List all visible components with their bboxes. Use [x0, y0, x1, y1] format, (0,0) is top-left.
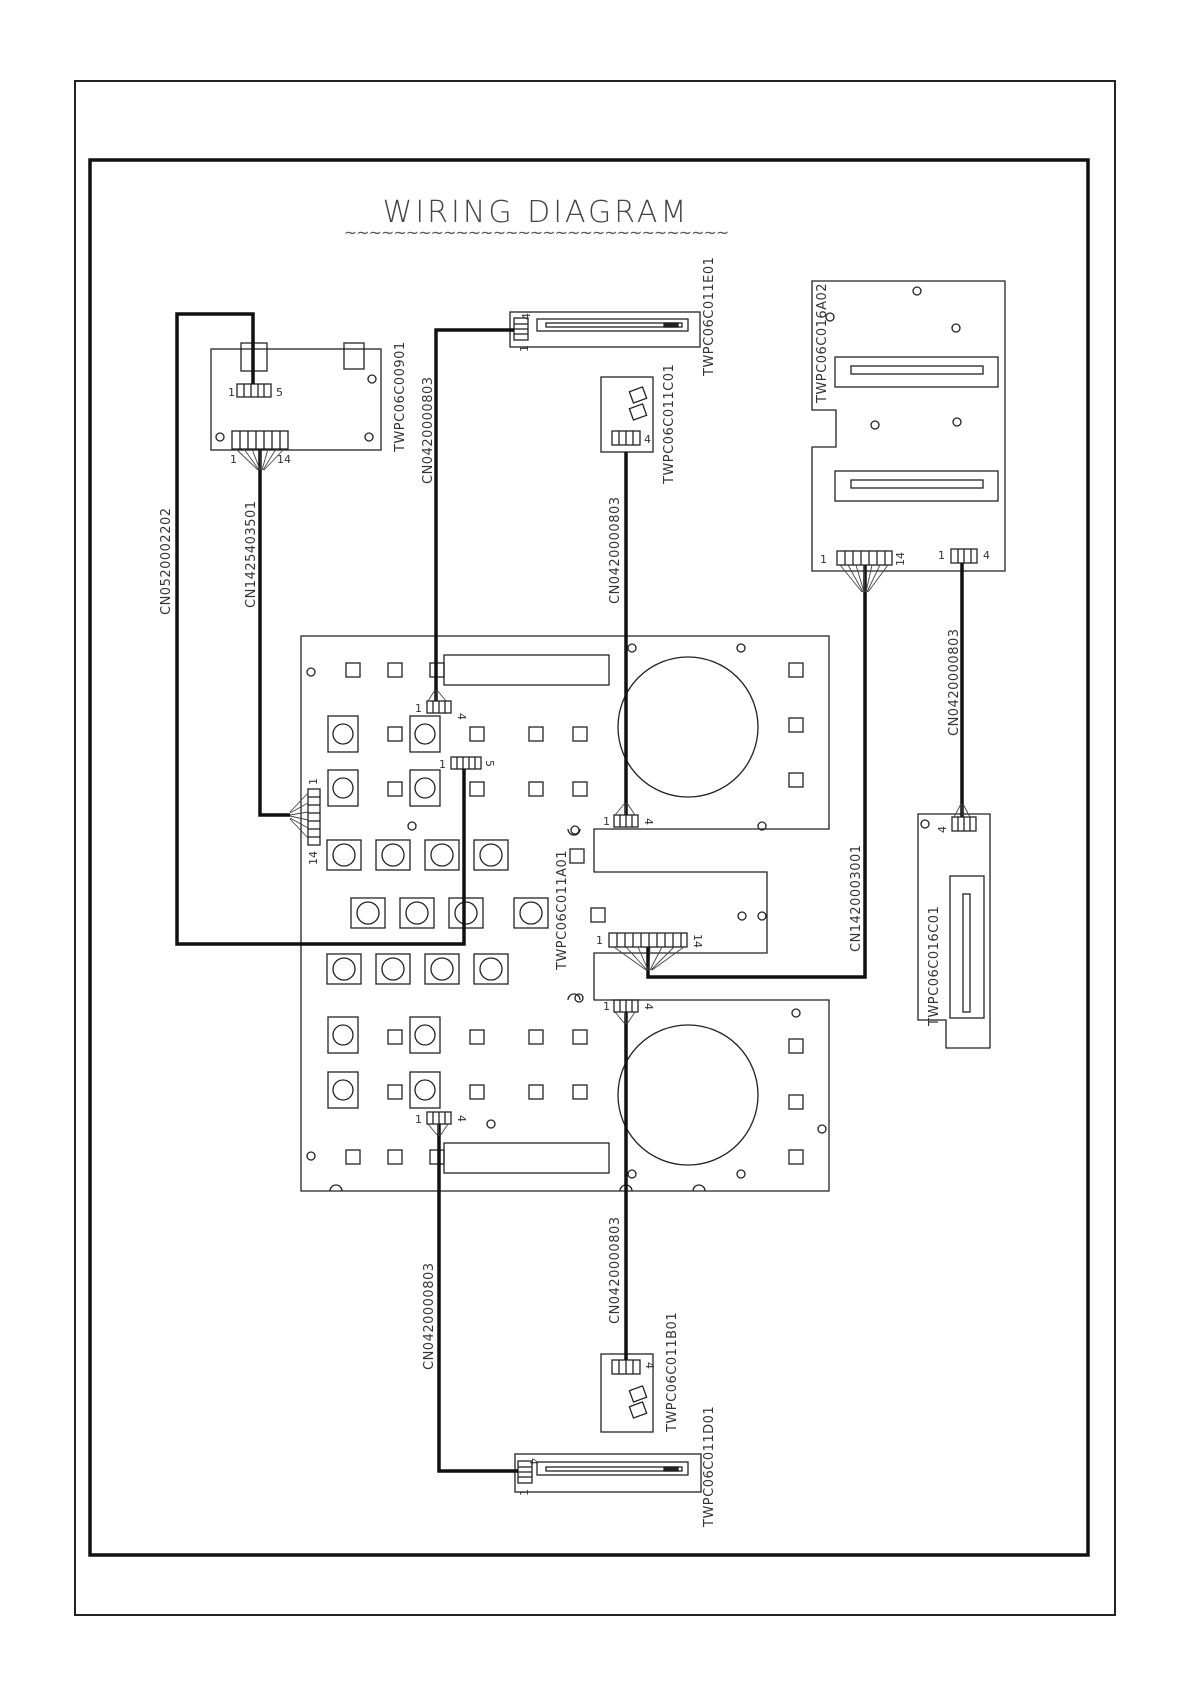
cable-label-cn0520002202: CN0520002202 — [159, 507, 174, 615]
outer-frame — [74, 80, 1116, 1616]
wire-d01 — [437, 1124, 518, 1473]
pin-label: 1 — [230, 453, 237, 466]
board-label-twpc06c016c01: TWPC06C016C01 — [927, 906, 942, 1027]
wire-cn1420003001 — [646, 565, 867, 979]
board-twpc06c00901 — [210, 342, 382, 451]
board-label-twpc06c00901: TWPC06C00901 — [393, 341, 408, 453]
board-twpc06c011c01 — [600, 376, 654, 453]
board-label-twpc06c011b01: TWPC06C011B01 — [665, 1312, 680, 1433]
pin-label: 1 — [820, 553, 827, 566]
cable-label-e01: CN0420000803 — [421, 376, 436, 484]
cable-label-c01: CN0420000803 — [608, 496, 623, 604]
main-board-connectors — [307, 700, 688, 1125]
wires — [175, 312, 964, 1473]
board-twpc06c011d01 — [514, 1453, 702, 1493]
pin-label: 5 — [276, 386, 283, 399]
inner-frame — [88, 158, 1090, 1557]
pin-label: 1 — [596, 934, 603, 947]
wire-e01 — [434, 328, 514, 701]
pin-label: 4 — [642, 818, 655, 825]
pin-label: 4 — [455, 713, 468, 720]
pin-label: 1 — [603, 1000, 610, 1013]
pin-label: 1 — [518, 1489, 531, 1496]
pin-label: 14 — [277, 453, 291, 466]
pin-label: 1 — [415, 1113, 422, 1126]
pin-label: 4 — [642, 1003, 655, 1010]
board-twpc06c016a02 — [811, 280, 1006, 572]
pin-label: 1 — [307, 778, 320, 785]
board-label-twpc06c016a02: TWPC06C016A02 — [815, 283, 830, 404]
pin-label: 1 — [415, 702, 422, 715]
pin-label: 4 — [527, 1458, 540, 1465]
pin-label: 1 — [228, 386, 235, 399]
pin-label: 4 — [644, 433, 651, 446]
board-label-twpc06c011c01: TWPC06C011C01 — [662, 364, 677, 485]
title-underline: ~~~~~~~~~~~~~~~~~~~~~~~~~~~~~~~ — [344, 223, 729, 242]
small-buttons — [345, 662, 804, 1165]
cable-label-cn1425403501: CN1425403501 — [244, 500, 259, 608]
pin-label: 14 — [894, 552, 907, 566]
diagram-title: WIRING DIAGRAM — [383, 195, 690, 230]
board-label-twpc06c011d01: TWPC06C011D01 — [702, 1406, 717, 1528]
wire-cn1425403501 — [258, 449, 290, 817]
pin-label: 1 — [439, 758, 446, 771]
board-twpc06c011e01 — [509, 311, 701, 348]
pin-label: 4 — [455, 1115, 468, 1122]
cable-label-a02-4pin: CN0420000803 — [947, 628, 962, 736]
board-label-twpc06c011a01: TWPC06C011A01 — [555, 850, 570, 971]
cable-label-d01: CN0420000803 — [422, 1262, 437, 1370]
board-twpc06c011a01 — [300, 635, 830, 1192]
cable-label-cn1420003001: CN1420003001 — [849, 844, 864, 952]
pin-label: 1 — [518, 345, 531, 352]
wire-cn0520002202 — [175, 312, 466, 946]
pin-label: 4 — [983, 549, 990, 562]
board-twpc06c016c01 — [917, 813, 991, 1049]
board-label-twpc06c011e01: TWPC06C011E01 — [702, 257, 717, 377]
pin-label: 4 — [643, 1362, 656, 1369]
pin-label: 14 — [307, 851, 320, 865]
pin-label: 4 — [520, 313, 533, 320]
pin-label: 1 — [603, 815, 610, 828]
pin-label: 5 — [483, 760, 496, 767]
cable-label-b01: CN0420000803 — [608, 1216, 623, 1324]
wire-fanouts — [235, 448, 971, 1137]
pin-label: 14 — [691, 934, 704, 948]
pin-label: 4 — [936, 826, 949, 833]
large-keys — [326, 715, 549, 1109]
pin-label: 1 — [938, 549, 945, 562]
